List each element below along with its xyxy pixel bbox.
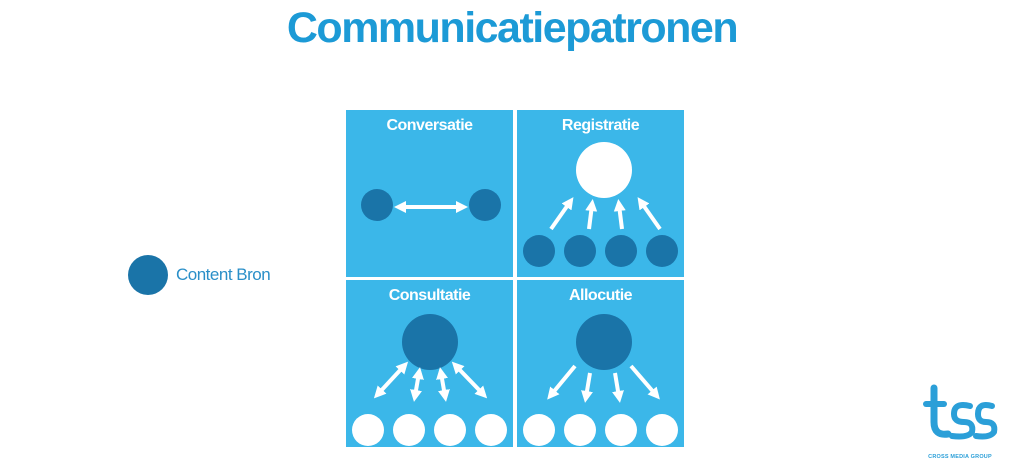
quadrant-label: Consultatie bbox=[388, 287, 471, 304]
legend-label: Content Bron bbox=[176, 265, 271, 284]
quadrant-label: Allocutie bbox=[568, 287, 633, 304]
source-node bbox=[469, 189, 501, 221]
arrow-down bbox=[612, 372, 624, 403]
target-node bbox=[352, 414, 384, 446]
arrow-up bbox=[585, 199, 598, 230]
two-way-arrow bbox=[451, 361, 488, 399]
source-node bbox=[605, 235, 637, 267]
quadrant-allocutie: Allocutie bbox=[517, 280, 684, 447]
source-node bbox=[361, 189, 393, 221]
legend: Content Bron bbox=[128, 255, 271, 295]
center-node bbox=[576, 314, 632, 370]
target-node bbox=[475, 414, 507, 446]
quadrant-consultatie: Consultatie bbox=[346, 280, 513, 447]
target-node bbox=[564, 414, 596, 446]
quadrant-conversatie: Conversatie bbox=[346, 110, 513, 277]
quadrant-label: Conversatie bbox=[386, 117, 473, 134]
source-node bbox=[523, 235, 555, 267]
legend-content-source-dot bbox=[128, 255, 168, 295]
source-node bbox=[646, 235, 678, 267]
conversatie-diagram bbox=[361, 189, 501, 221]
registratie-diagram bbox=[523, 142, 678, 267]
arrow-up bbox=[549, 197, 574, 231]
quadrant-registratie: Registratie bbox=[517, 110, 684, 277]
quadrant-label: Registratie bbox=[561, 117, 640, 134]
cross-media-group-logo: CROSS MEDIA GROUP bbox=[923, 384, 998, 460]
page-title: Communicatiepatronen bbox=[286, 4, 739, 52]
allocutie-diagram bbox=[523, 314, 678, 446]
center-node bbox=[402, 314, 458, 370]
target-node bbox=[434, 414, 466, 446]
arrow-down bbox=[547, 364, 577, 400]
pattern-grid: Conversatie Registratie Co bbox=[346, 110, 684, 447]
logo-mark-icon bbox=[923, 384, 998, 440]
target-node bbox=[393, 414, 425, 446]
consultatie-diagram bbox=[352, 314, 507, 446]
target-node bbox=[523, 414, 555, 446]
source-node bbox=[564, 235, 596, 267]
arrow-up bbox=[613, 199, 626, 230]
arrow-down bbox=[581, 372, 593, 403]
two-way-arrow bbox=[410, 367, 424, 402]
arrow-down bbox=[629, 364, 660, 400]
arrow-up bbox=[637, 197, 662, 231]
target-node bbox=[646, 414, 678, 446]
two-way-arrow bbox=[436, 367, 450, 402]
logo-text: CROSS MEDIA GROUP bbox=[928, 454, 992, 460]
target-node bbox=[605, 414, 637, 446]
two-way-arrow bbox=[373, 361, 409, 399]
center-node bbox=[576, 142, 632, 198]
